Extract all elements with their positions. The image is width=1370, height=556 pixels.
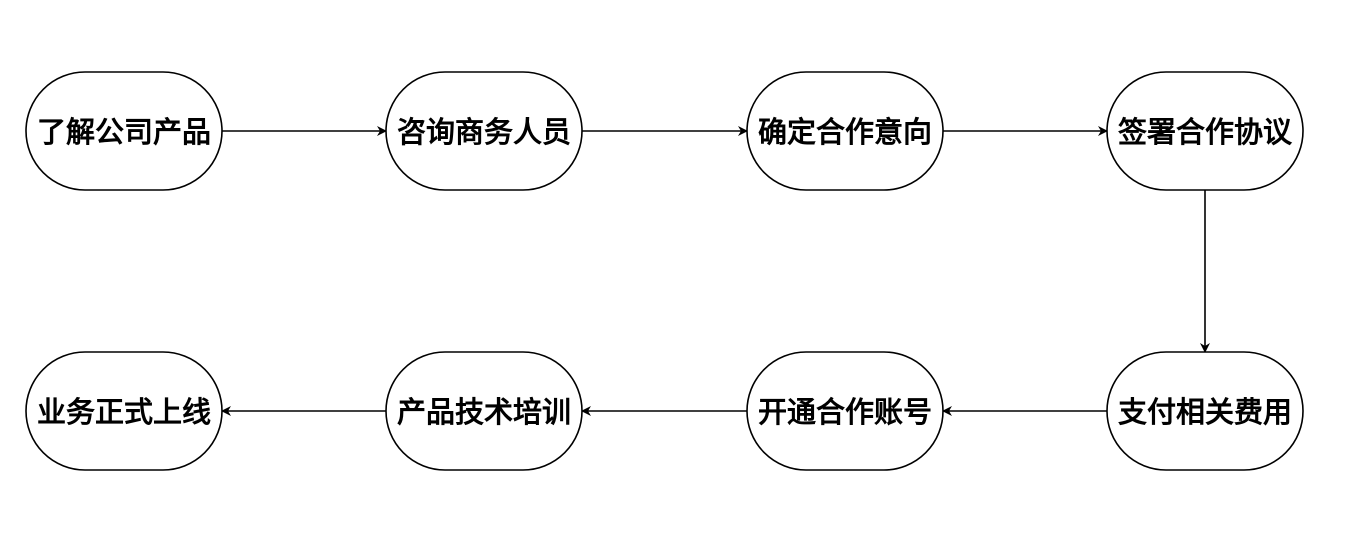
node-n4-label: 签署合作协议 <box>1118 115 1293 149</box>
node-n5-label: 支付相关费用 <box>1118 395 1292 429</box>
node-n1: 了解公司产品 <box>25 71 223 191</box>
node-n7-label: 产品技术培训 <box>397 395 571 429</box>
node-n6-shape <box>746 351 944 471</box>
node-n7-shape <box>385 351 583 471</box>
node-n7: 产品技术培训 <box>385 351 583 471</box>
edges-layer <box>221 126 1210 416</box>
node-n6-label: 开通合作账号 <box>758 395 932 429</box>
node-n8-label: 业务正式上线 <box>37 395 211 429</box>
node-n2: 咨询商务人员 <box>385 71 583 191</box>
node-n6: 开通合作账号 <box>746 351 944 471</box>
node-n4-shape <box>1106 71 1304 191</box>
node-n8-shape <box>25 351 223 471</box>
node-n5: 支付相关费用 <box>1106 351 1304 471</box>
nodes-layer: 了解公司产品 咨询商务人员 确定合作意向 签署合作协议 支付相关费用 开通合作账… <box>25 71 1304 471</box>
node-n2-label: 咨询商务人员 <box>397 115 571 149</box>
node-n3: 确定合作意向 <box>746 71 944 191</box>
node-n8: 业务正式上线 <box>25 351 223 471</box>
node-n2-shape <box>385 71 583 191</box>
node-n3-label: 确定合作意向 <box>758 115 932 149</box>
node-n1-label: 了解公司产品 <box>37 115 211 149</box>
node-n5-shape <box>1106 351 1304 471</box>
node-n1-shape <box>25 71 223 191</box>
node-n3-shape <box>746 71 944 191</box>
node-n4: 签署合作协议 <box>1106 71 1304 191</box>
